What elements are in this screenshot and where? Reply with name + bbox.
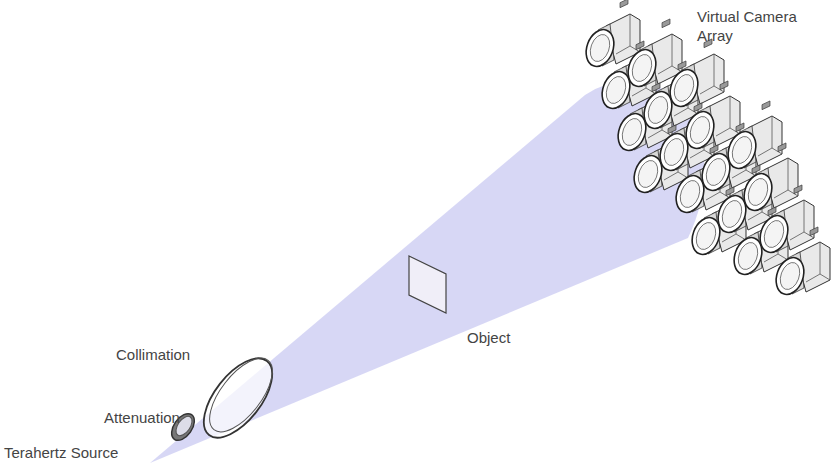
virtual-camera <box>723 101 782 172</box>
virtual-camera <box>739 143 798 214</box>
terahertz-beam <box>150 81 705 463</box>
part-label: Object <box>467 329 537 348</box>
virtual-camera <box>771 227 830 298</box>
collimation-lens <box>191 347 285 449</box>
camera-array <box>581 0 830 298</box>
virtual-camera <box>755 185 814 256</box>
object-plate <box>409 256 446 313</box>
part-label: Virtual Camera Array <box>697 8 797 46</box>
part-label: Attenuation <box>104 409 204 428</box>
virtual-camera <box>665 39 724 110</box>
part-label: Collimation <box>116 346 216 365</box>
collimation-lens-rim <box>198 348 284 442</box>
part-label: Terahertz Source <box>4 444 144 463</box>
